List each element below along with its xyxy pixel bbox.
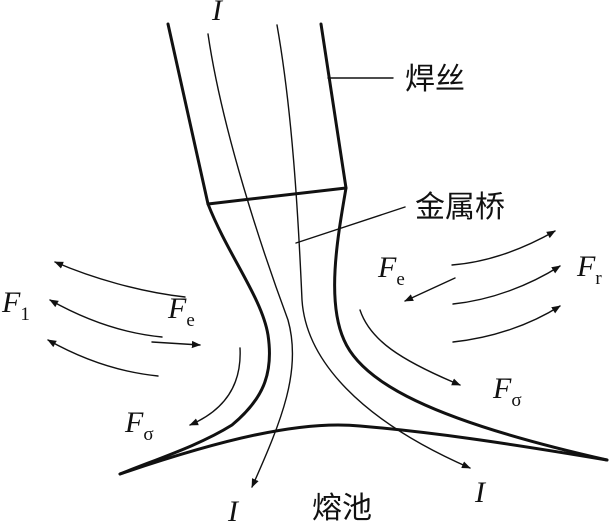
fsigma-label-right: Fσ: [492, 372, 522, 411]
fr-label: Fr: [576, 250, 602, 289]
bridge-label: 金属桥: [415, 190, 505, 225]
wire-label: 焊丝: [405, 62, 465, 97]
metal-bridge: [118, 186, 609, 476]
current-line-left: [207, 33, 294, 488]
fe-arrow-left: [151, 340, 201, 349]
right-force-arrows: [359, 230, 561, 386]
fr-arrow-bottom: [452, 305, 561, 343]
current-label-top: I: [211, 0, 224, 27]
welding-wire: [166, 22, 348, 206]
fsigma-arrow-left: [189, 347, 241, 426]
bridge-left-edge: [118, 202, 271, 476]
f1-arrow-bottom: [47, 339, 159, 377]
fsigma-label-left: Fσ: [124, 406, 154, 445]
f1-label: F1: [1, 286, 30, 325]
weld-pool-surface: [118, 423, 609, 476]
bridge-right-edge: [333, 186, 609, 462]
fr-arrow-middle: [452, 265, 561, 305]
fe-label-left: Fe: [167, 292, 195, 331]
fr-arrow-top: [451, 230, 556, 266]
fe-label-right: Fe: [377, 251, 405, 290]
current-label-bottom-left: I: [227, 495, 240, 523]
f1-arrow-middle: [49, 299, 163, 338]
pool-label: 熔池: [312, 491, 372, 523]
current-lines: [207, 24, 471, 488]
current-line-right: [276, 24, 471, 469]
left-force-arrows: [47, 261, 241, 426]
current-label-bottom-right: I: [474, 476, 487, 509]
fe-arrow-right: [404, 277, 456, 302]
f1-arrow-top: [54, 261, 186, 298]
wire-left-edge: [166, 22, 210, 206]
bridge-leader-line: [295, 206, 406, 244]
fsigma-arrow-right: [359, 309, 461, 386]
wire-right-edge: [319, 22, 348, 190]
wire-bridge-boundary: [206, 186, 348, 206]
